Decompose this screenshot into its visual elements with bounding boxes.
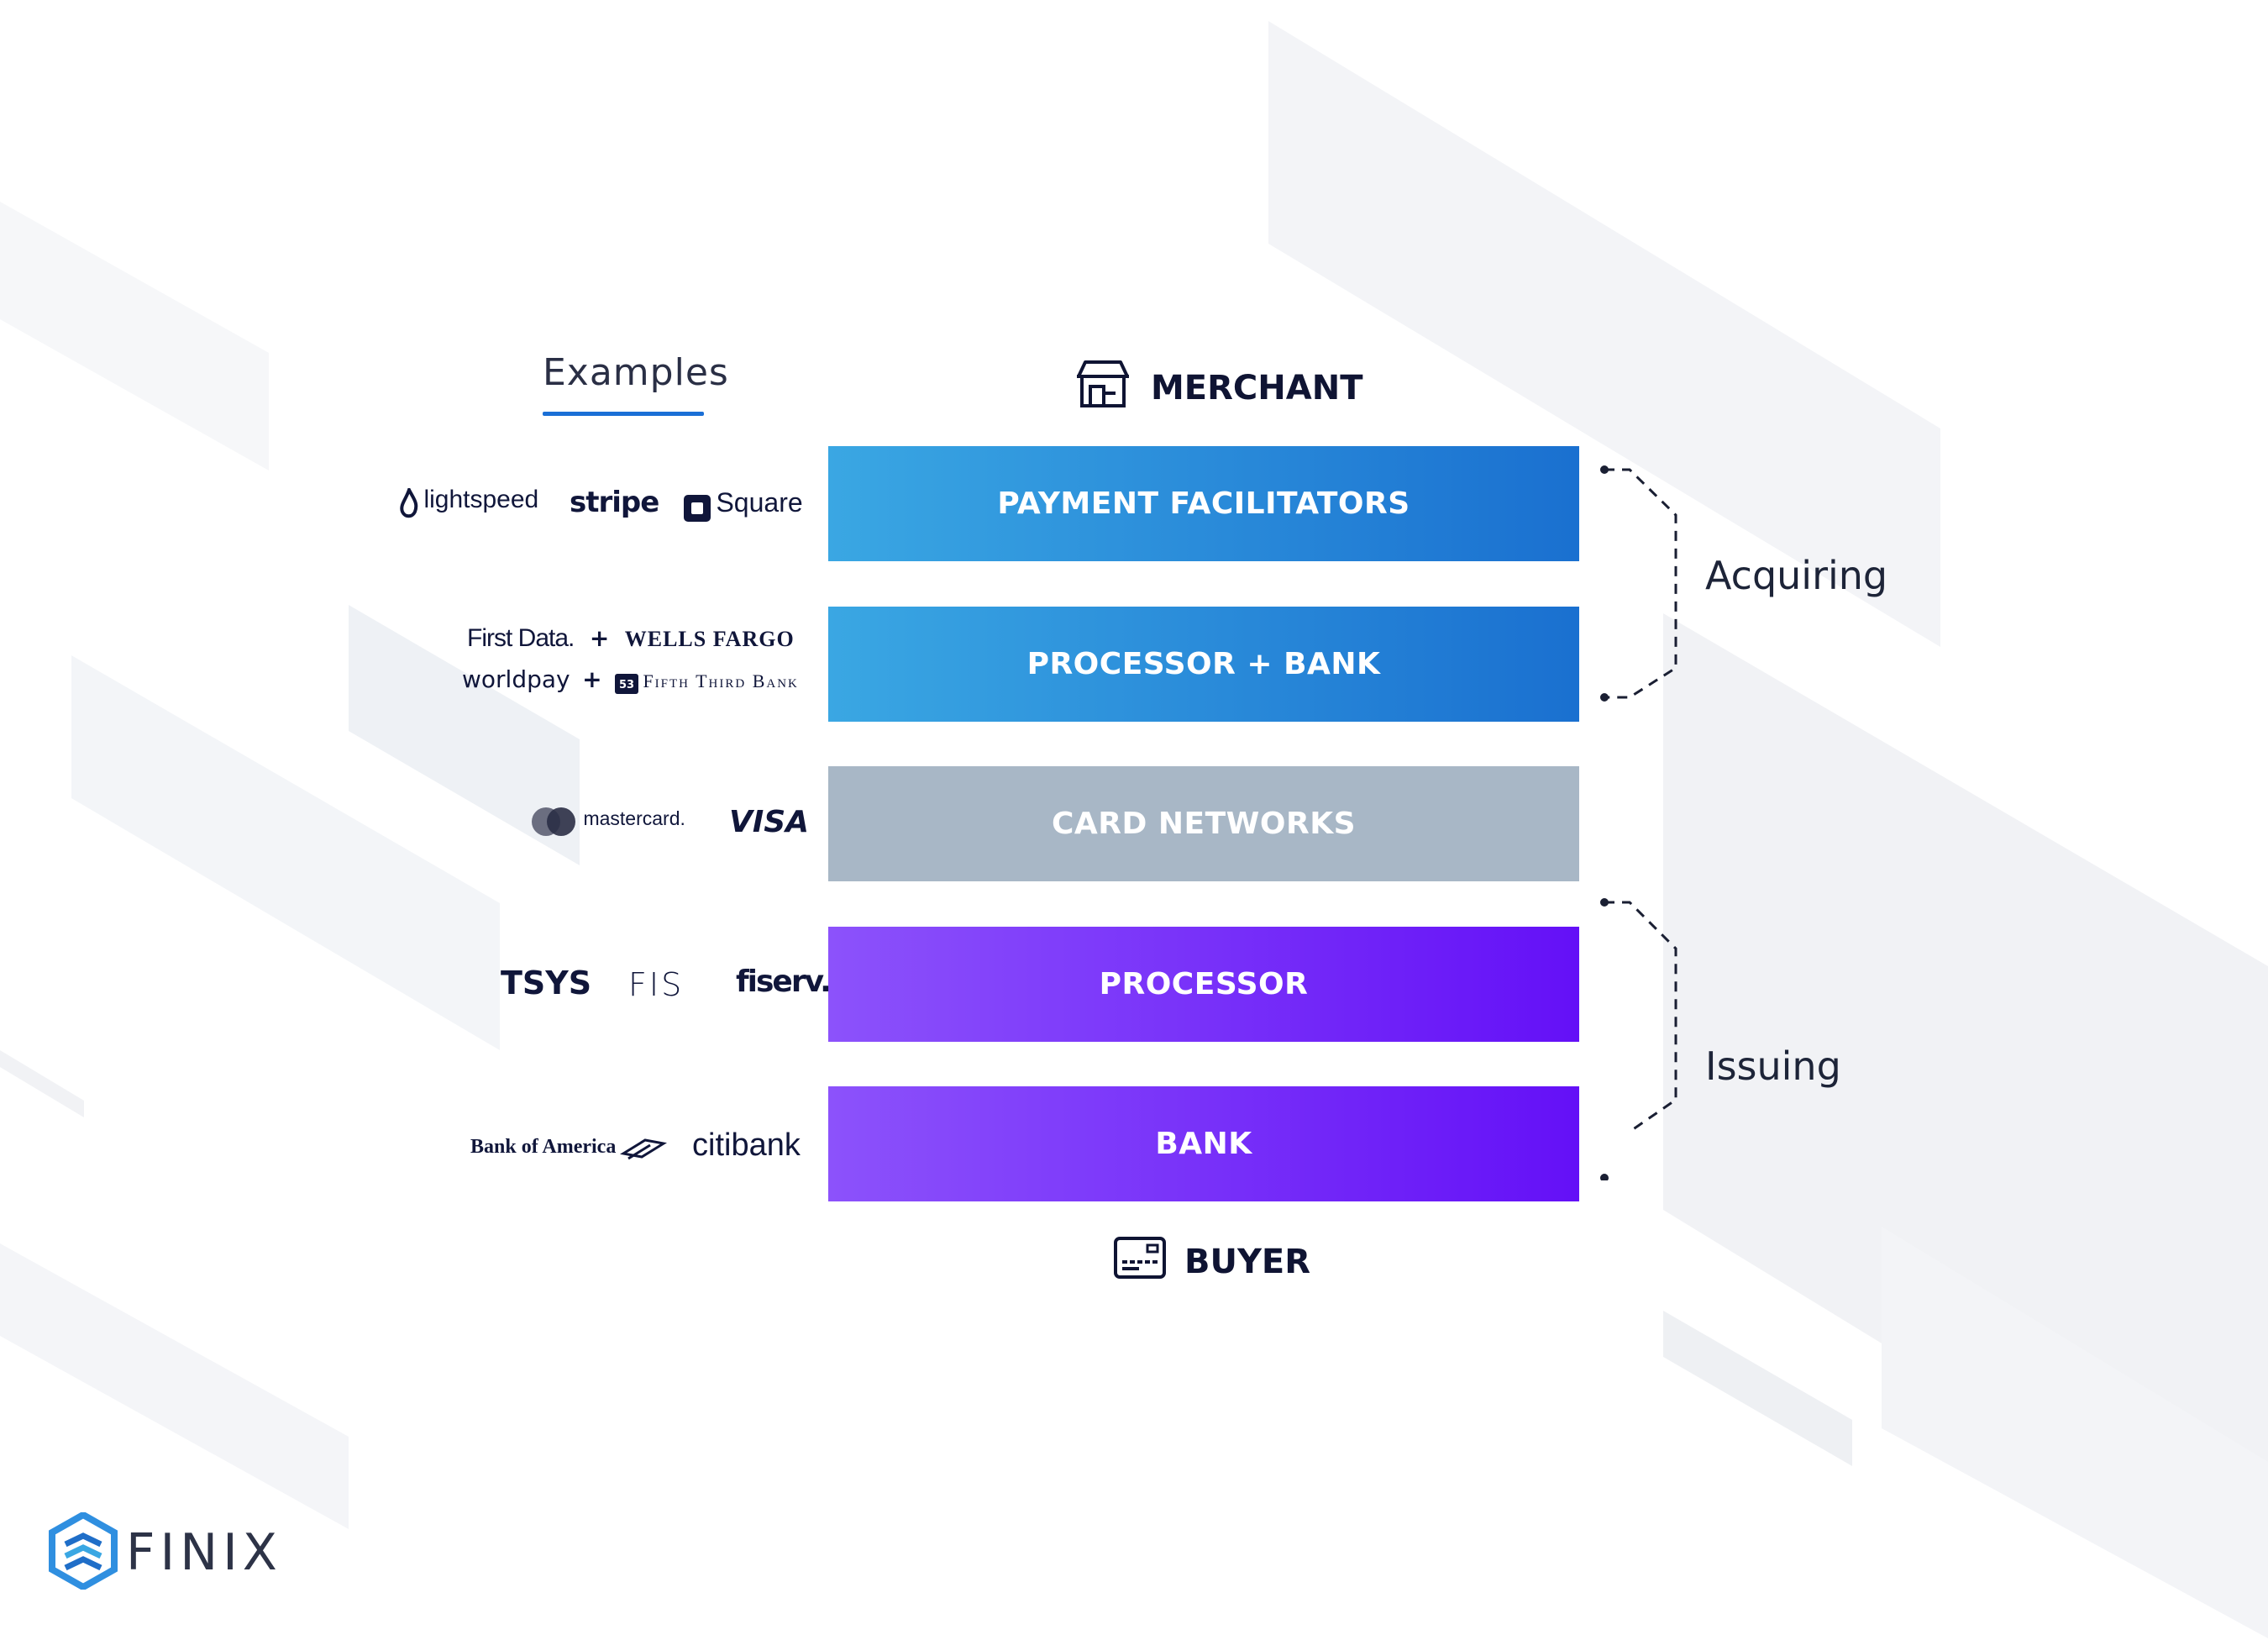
examples-underline (543, 412, 704, 416)
layer-label: PROCESSOR (1099, 967, 1309, 1001)
layer-issuing-processor: PROCESSOR (828, 927, 1579, 1042)
finix-logo (49, 1511, 118, 1594)
finix-wordmark: FINIX (126, 1523, 282, 1582)
fifththird-logo: Fifth Third Bank (643, 670, 799, 691)
plus-sign: + (582, 665, 602, 693)
square-logo: Square (682, 487, 803, 523)
square-mark-icon (684, 494, 711, 522)
stripe-logo: stripe (570, 486, 659, 519)
bracket-dot (1600, 465, 1609, 474)
layer-label: BANK (1155, 1127, 1252, 1161)
bankofamerica-logo: Bank of America (470, 1136, 667, 1162)
merchant-endpoint: MERCHANT (1074, 360, 1362, 417)
layer-label: PAYMENT FACILITATORS (997, 486, 1410, 521)
mastercard-circles-icon (532, 807, 575, 836)
acquiring-bracket (1604, 468, 1677, 699)
layer-payment-facilitators: PAYMENT FACILITATORS (828, 446, 1579, 561)
svg-text:53: 53 (619, 679, 634, 691)
fiserv-logo: fiserv. (736, 965, 832, 999)
firstdata-wellsfargo-row: First Data. + WELLS FARGO (467, 624, 795, 653)
hexagon-logo-icon (49, 1511, 118, 1591)
merchant-label: MERCHANT (1151, 369, 1363, 407)
group-brackets (1600, 465, 1677, 1130)
worldpay-logo: worldpay (462, 665, 570, 693)
issuing-bracket (1604, 901, 1677, 1130)
mastercard-logo: mastercard. (529, 805, 685, 838)
buyer-label: BUYER (1184, 1243, 1311, 1281)
flame-icon (400, 485, 418, 518)
bofa-flag-icon (619, 1138, 667, 1160)
layer-label: PROCESSOR + BANK (1026, 647, 1381, 681)
citibank-logo: citibank (692, 1128, 801, 1163)
fifth-third-mark-icon: 53 (614, 673, 638, 694)
examples-heading: Examples (543, 351, 729, 394)
credit-card-icon (1114, 1237, 1166, 1287)
bracket-dot (1600, 898, 1609, 907)
worldpay-fifththird-row: worldpay + 53 Fifth Third Bank (462, 665, 799, 695)
buyer-endpoint: BUYER (1114, 1237, 1310, 1287)
wellsfargo-logo: WELLS FARGO (624, 627, 795, 651)
storefront-icon (1074, 360, 1132, 417)
issuing-label: Issuing (1705, 1043, 1841, 1089)
lightspeed-logo: lightspeed (398, 485, 538, 520)
layer-card-networks: CARD NETWORKS (828, 766, 1579, 881)
firstdata-logo: First Data. (467, 624, 575, 652)
plus-sign: + (589, 624, 610, 652)
layer-label: CARD NETWORKS (1051, 807, 1357, 841)
acquiring-label: Acquiring (1705, 553, 1888, 598)
tsys-logo: TSYS (501, 965, 592, 1001)
visa-logo: VISA (729, 805, 810, 839)
layer-issuing-bank: BANK (828, 1086, 1579, 1201)
fis-logo: FIS (628, 966, 685, 1003)
issuing-bracket-end (1600, 1174, 1609, 1180)
bracket-dot (1600, 693, 1609, 702)
layer-processor-bank: PROCESSOR + BANK (828, 607, 1579, 722)
